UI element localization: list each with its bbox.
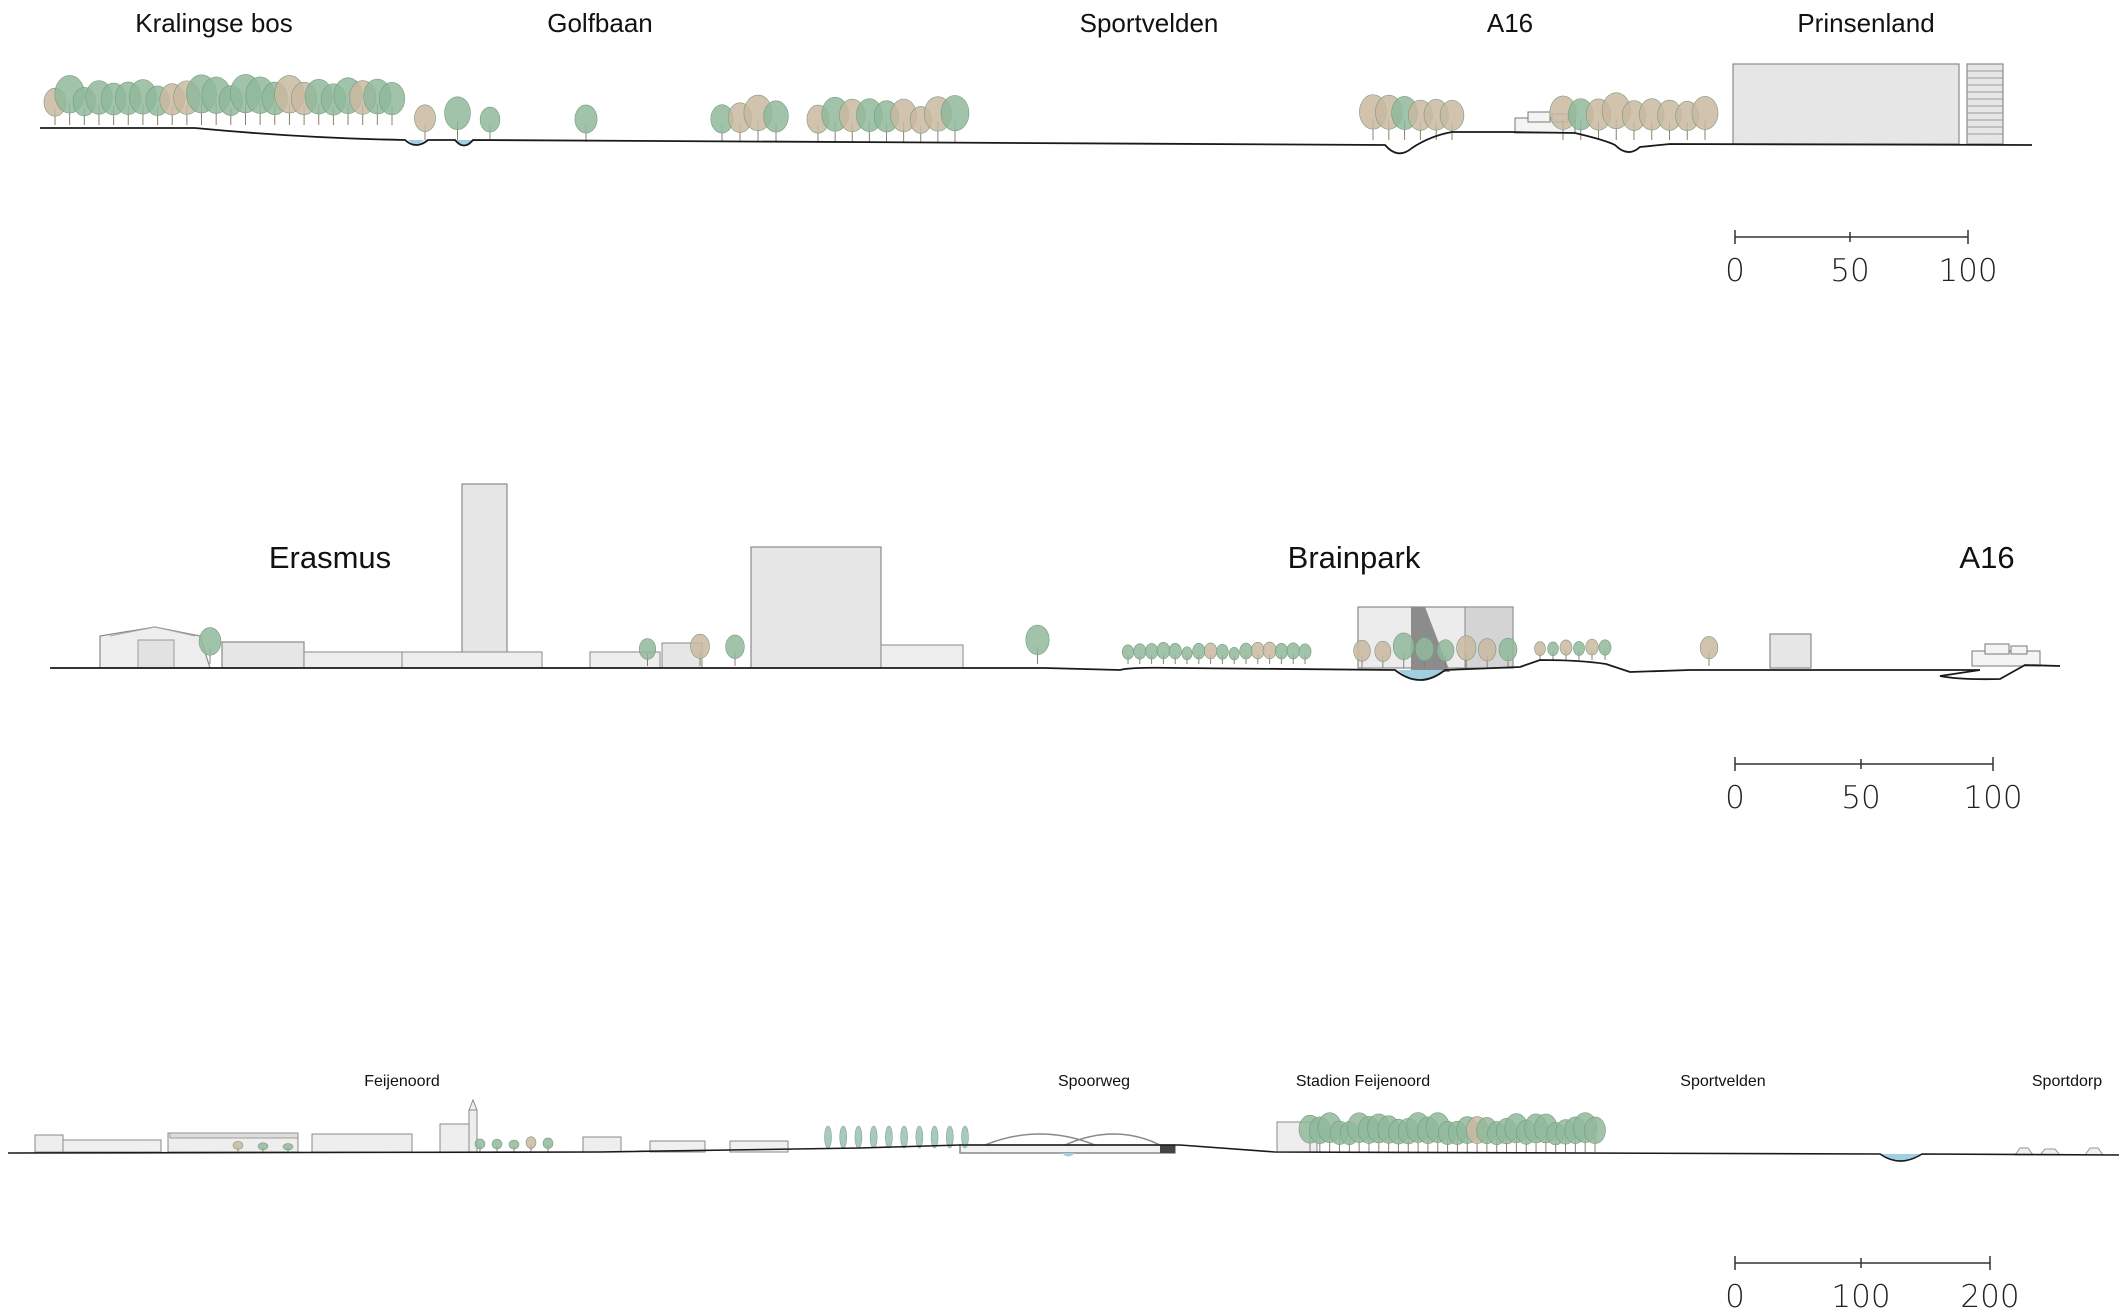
label-sportvelden: Sportvelden bbox=[1079, 8, 1219, 38]
tree-group-feijenoord-small bbox=[232, 1141, 294, 1152]
scale2-tick-50: 50 bbox=[1841, 780, 1881, 816]
tree-group-brainpark-building bbox=[1353, 632, 1518, 668]
building-erasmus-low-1 bbox=[221, 641, 305, 669]
scale-bar-3 bbox=[1734, 1256, 1991, 1270]
label-sportvelden-3: Sportvelden bbox=[1680, 1073, 1766, 1090]
tree-group-golf-3 bbox=[710, 94, 789, 142]
tree-group-brainpark-far bbox=[1699, 636, 1719, 666]
scale3-tick-100: 100 bbox=[1831, 1279, 1891, 1315]
water-spoorweg bbox=[1062, 1153, 1075, 1157]
tree-group-erasmus-3 bbox=[690, 633, 745, 666]
building-erasmus-podium bbox=[401, 651, 543, 669]
section-1 bbox=[40, 63, 2033, 244]
ground-line-1 bbox=[40, 127, 2033, 155]
a16-road-2 bbox=[1971, 643, 2041, 667]
building-prinsenland bbox=[1732, 63, 1960, 145]
tree-group-brainpark-row bbox=[1121, 641, 1312, 664]
label-stadion-feijenoord: Stadion Feijenoord bbox=[1295, 1073, 1431, 1090]
building-feijenoord-5 bbox=[582, 1136, 622, 1153]
building-erasmus-block bbox=[750, 546, 882, 669]
scale2-tick-0: 0 bbox=[1725, 780, 1745, 816]
scale3-tick-200: 200 bbox=[1960, 1279, 2020, 1315]
label-feijenoord: Feijenoord bbox=[364, 1073, 440, 1090]
scale1-tick-50: 50 bbox=[1830, 253, 1870, 289]
tree-group-kralingse-bos bbox=[43, 74, 406, 125]
building-feijenoord-6 bbox=[649, 1140, 706, 1153]
tree-group-park-1 bbox=[1025, 624, 1050, 664]
ground-line-3 bbox=[7, 1144, 2119, 1162]
building-feijenoord-church bbox=[439, 1098, 478, 1153]
building-erasmus-low-2 bbox=[303, 651, 403, 669]
section-3 bbox=[7, 1098, 2119, 1270]
scale1-tick-100: 100 bbox=[1938, 253, 1998, 289]
tree-group-a16-west bbox=[1359, 94, 1465, 140]
tree-group-erasmus-2 bbox=[638, 638, 657, 666]
label-golfbaan: Golfbaan bbox=[547, 8, 653, 38]
tree-group-feijenoord bbox=[474, 1136, 554, 1152]
houses-sportdorp bbox=[2014, 1147, 2104, 1156]
scale-bar-2 bbox=[1734, 757, 1994, 771]
building-erasmus-tower bbox=[461, 483, 508, 669]
building-feijenoord-4 bbox=[311, 1133, 413, 1153]
label-a16: A16 bbox=[1486, 8, 1534, 38]
tree-group-erasmus-1 bbox=[198, 627, 222, 664]
scale1-tick-0: 0 bbox=[1725, 253, 1745, 289]
railway-bridge bbox=[959, 1133, 1176, 1154]
section-2 bbox=[50, 483, 2061, 771]
label-spoorweg: Spoorweg bbox=[1057, 1073, 1131, 1090]
label-prinsenland: Prinsenland bbox=[1797, 8, 1935, 38]
tree-group-golf-4 bbox=[806, 95, 970, 142]
label-erasmus: Erasmus bbox=[268, 540, 392, 575]
tree-group-a16-east bbox=[1549, 92, 1719, 140]
label-kralingse-bos: Kralingse bos bbox=[135, 8, 293, 38]
ditch-1 bbox=[408, 140, 424, 144]
building-brainpark-small bbox=[1769, 633, 1812, 669]
building-feijenoord-7 bbox=[729, 1140, 789, 1153]
ground-line-2 bbox=[50, 659, 2061, 681]
tree-group-golf-2 bbox=[574, 104, 598, 142]
building-feijenoord-1 bbox=[34, 1134, 64, 1153]
building-prinsenland-tower bbox=[1966, 63, 2004, 145]
building-erasmus-hall bbox=[99, 626, 211, 669]
tree-group-brainpark-east bbox=[1534, 638, 1612, 660]
tree-group-stadion bbox=[1298, 1112, 1606, 1152]
label-sportdorp: Sportdorp bbox=[2031, 1073, 2103, 1090]
scale2-tick-100: 100 bbox=[1963, 780, 2023, 816]
scale3-tick-0: 0 bbox=[1725, 1279, 1745, 1315]
building-feijenoord-3-roof bbox=[169, 1132, 299, 1139]
building-feijenoord-2 bbox=[62, 1139, 162, 1153]
ditch-2 bbox=[456, 140, 472, 145]
tree-group-golf-1 bbox=[414, 96, 501, 140]
scale-bar-1 bbox=[1734, 230, 1969, 244]
label-a16-2: A16 bbox=[1959, 540, 2015, 575]
tree-group-spoorweg bbox=[824, 1125, 969, 1149]
building-erasmus-annex bbox=[880, 644, 964, 669]
label-brainpark: Brainpark bbox=[1287, 540, 1421, 575]
